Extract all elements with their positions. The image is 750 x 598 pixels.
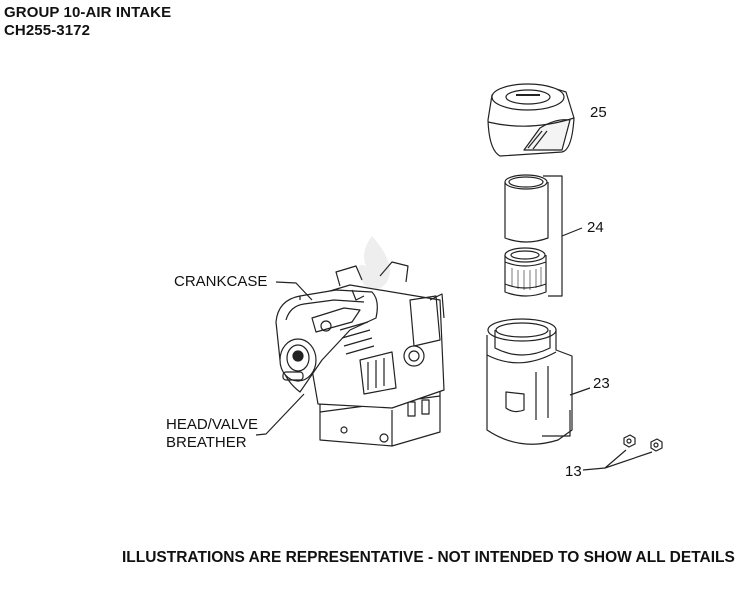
part-number-24[interactable]: 24 <box>587 219 604 236</box>
part-number-13[interactable]: 13 <box>565 463 582 480</box>
engine-assembly <box>275 261 445 447</box>
head-valve-label-line1: HEAD/VALVE <box>166 416 258 433</box>
part-number-25[interactable]: 25 <box>590 104 607 121</box>
air-cleaner-base <box>486 318 591 445</box>
mounting-nuts <box>582 434 663 471</box>
head-valve-leader <box>255 393 305 436</box>
air-filter-elements <box>504 174 583 297</box>
head-valve-label-line2: BREATHER <box>166 434 247 451</box>
model-code: CH255-3172 <box>4 22 91 39</box>
watermark-logo <box>358 236 390 290</box>
crankcase-leader <box>275 281 313 301</box>
disclaimer-footer: ILLUSTRATIONS ARE REPRESENTATIVE - NOT I… <box>122 549 735 566</box>
air-cleaner-cover <box>487 83 575 157</box>
group-title: GROUP 10-AIR INTAKE <box>4 4 172 21</box>
crankcase-label: CRANKCASE <box>174 273 268 290</box>
part-number-23[interactable]: 23 <box>593 375 610 392</box>
